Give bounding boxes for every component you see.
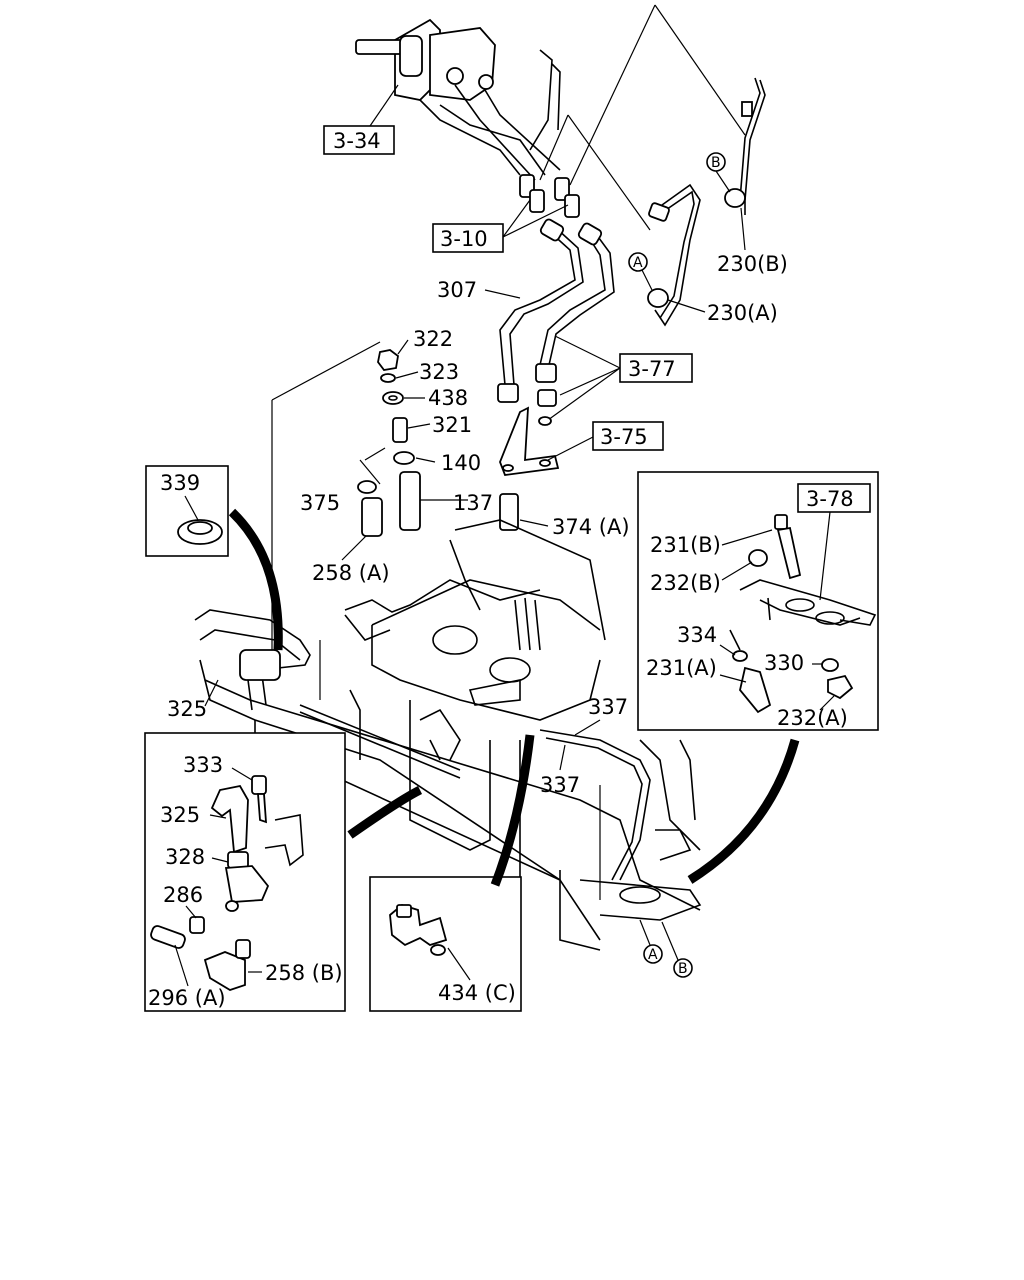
svg-text:231(A): 231(A) (646, 656, 717, 680)
label-438: 438 (428, 386, 468, 410)
svg-text:B: B (711, 155, 721, 171)
inset-339: 339 (145, 465, 283, 651)
label-307: 307 (437, 278, 477, 302)
leader-lines-top (539, 4, 746, 231)
svg-text:328: 328 (165, 845, 205, 869)
label-374a: 374 (A) (552, 515, 630, 539)
label-322: 322 (413, 327, 453, 351)
svg-text:434 (C): 434 (C) (438, 981, 516, 1005)
svg-text:325: 325 (160, 803, 200, 827)
fittings-stack: 322 323 438 321 140 375 137 374 (A) 258 … (300, 327, 630, 585)
svg-text:3-75: 3-75 (600, 425, 648, 449)
label-140: 140 (441, 451, 481, 475)
pipe-307: 307 (437, 218, 615, 403)
svg-text:232(A): 232(A) (777, 706, 848, 730)
svg-text:330: 330 (764, 651, 804, 675)
label-230a: 230(A) (707, 301, 778, 325)
svg-text:286: 286 (163, 883, 203, 907)
circles-ab-bottom: A B (639, 919, 693, 978)
label-321: 321 (432, 413, 472, 437)
ref-3-75[interactable]: 3-75 (499, 406, 664, 476)
svg-text:A: A (633, 255, 643, 271)
svg-text:B: B (678, 961, 688, 977)
label-137: 137 (453, 491, 493, 515)
circle-a-top (628, 252, 648, 272)
svg-text:231(B): 231(B) (650, 533, 721, 557)
inset-3-78: 3-78 231(B) 232(B) 334 231(A) 330 232(A) (637, 471, 879, 884)
svg-text:337: 337 (540, 773, 580, 797)
svg-text:3-78: 3-78 (806, 487, 854, 511)
label-375: 375 (300, 491, 340, 515)
ref-3-10[interactable]: 3-10 (432, 199, 569, 253)
ref-3-78[interactable]: 3-78 (797, 483, 871, 513)
svg-text:3-34: 3-34 (333, 129, 381, 153)
pipe-230: 230(B) 230(A) B A (628, 77, 788, 327)
pipe-337: 337 337 (539, 695, 651, 900)
svg-text:296 (A): 296 (A) (148, 986, 226, 1010)
label-325-main: 325 (167, 697, 207, 721)
svg-text:337: 337 (588, 695, 628, 719)
svg-text:258 (B): 258 (B) (265, 961, 343, 985)
svg-text:3-10: 3-10 (440, 227, 488, 251)
leader-frame (271, 341, 381, 700)
injection-pump (355, 18, 580, 218)
ref-3-77[interactable]: 3-77 (537, 335, 693, 426)
svg-text:232(B): 232(B) (650, 571, 721, 595)
svg-text:333: 333 (183, 753, 223, 777)
svg-text:A: A (648, 947, 658, 963)
inset-bottom-left: 333 325 328 286 296 (A) 258 (B) (144, 732, 423, 1012)
frame-bottom-right (559, 739, 702, 951)
svg-text:334: 334 (677, 623, 717, 647)
svg-text:3-77: 3-77 (628, 357, 676, 381)
ref-3-34[interactable]: 3-34 (323, 84, 399, 155)
label-258a: 258 (A) (312, 561, 390, 585)
label-323: 323 (419, 360, 459, 384)
inset-434c: 434 (C) (369, 734, 535, 1012)
label-230b: 230(B) (717, 252, 788, 276)
svg-text:339: 339 (160, 471, 200, 495)
